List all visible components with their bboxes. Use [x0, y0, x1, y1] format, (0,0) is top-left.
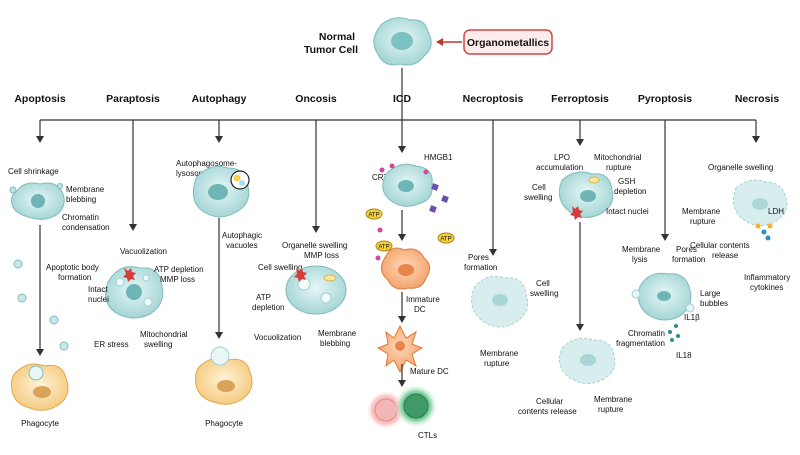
necrosis-cell-icon: [732, 179, 788, 226]
paraptosis-er-stress-label: ER stress: [94, 340, 129, 349]
apoptosis-phagocyte-label: Phagocyte: [21, 419, 59, 428]
ferroptosis-intact-nuclei-label: Intact nuclei: [606, 207, 649, 216]
pyroptosis-cytokine-dots: [668, 324, 680, 342]
normal-tumor-cell-icon: [373, 17, 432, 66]
autophagy-cell-icon: [192, 165, 250, 218]
apoptosis-cell-shrinkage-label: Cell shrinkage: [8, 167, 59, 176]
oncosis-organelle-swelling-label: Organelle swelling MMP loss: [282, 241, 350, 260]
ferroptosis-cellular-release-label: Cellular contents release: [518, 397, 577, 416]
header-necrosis: Necrosis: [735, 93, 780, 105]
oncosis-atp-depletion-label: ATP depletion: [252, 293, 284, 312]
header-autophagy: Autophagy: [192, 93, 247, 105]
icd-atp-badge: ATP: [375, 240, 393, 252]
pyroptosis-il18-label: IL18: [676, 351, 692, 360]
immature-dc-icon: [381, 247, 430, 290]
header-apoptosis: Apoptosis: [14, 93, 65, 105]
necroptosis-pores-label: Pores formation: [464, 253, 497, 272]
pyroptosis-il1b-label: IL1β: [684, 313, 700, 322]
pyroptosis-large-bubbles-label: Large bubbles: [700, 289, 728, 308]
ferroptosis-gsh-label: GSH depletion: [614, 177, 646, 196]
icd-atp-badge: ATP: [365, 208, 383, 220]
header-ferroptosis: Ferroptosis: [551, 93, 609, 105]
necrosis-cellular-release-label: Cellular contents release: [690, 241, 752, 260]
necroptosis-membrane-rupture-label: Membrane rupture: [480, 349, 520, 368]
autophagy-phagocyte-icon: [195, 346, 253, 405]
oncosis-cell-icon: [285, 265, 347, 315]
icd-dying-cell-icon: [375, 163, 449, 261]
oncosis-vocuolization-label: Vocuolization: [254, 333, 301, 342]
header-icd: ICD: [393, 93, 412, 105]
ferroptosis-membrane-rupture-label: Membrane rupture: [594, 395, 634, 414]
paraptosis-cell-icon: [105, 266, 164, 319]
ferroptosis-ruptured-cell-icon: [558, 337, 616, 384]
apoptosis-chromatin-condensation-label: Chromatin condensation: [62, 213, 110, 232]
ferroptosis-lpo-label: LPO accumulation: [536, 153, 583, 172]
pyroptosis-chromatin-frag-label: Chromatin fragmentation: [616, 329, 667, 348]
ferroptosis-cell-swelling-label: Cell swelling: [524, 183, 552, 202]
icd-crt-label: CRT: [372, 173, 388, 182]
necrosis-ldh-label: LDH: [768, 207, 784, 216]
apoptosis-membrane-blebbing-label: Membrane blebbing: [66, 185, 106, 204]
necrosis-membrane-rupture-label: Membrane rupture: [682, 207, 722, 226]
pyroptosis-membrane-lysis-label: Membrane lysis: [622, 245, 662, 264]
header-necroptosis: Necroptosis: [463, 93, 524, 105]
paraptosis-vacuolization-label: Vacuolization: [120, 247, 167, 256]
necroptosis-cell-icon: [471, 275, 529, 328]
organometallics-label: Organometallics: [467, 37, 549, 49]
svg-text:ATP: ATP: [440, 237, 451, 243]
svg-text:ATP: ATP: [378, 245, 389, 251]
ctls-label: CTLs: [418, 431, 437, 440]
pyroptosis-pores-label: Pores formation: [672, 245, 705, 264]
apoptosis-shrinking-cell-icon: [9, 182, 65, 220]
normal-tumor-cell-label: Normal Tumor Cell: [304, 31, 358, 56]
mature-dc-icon: [376, 324, 424, 374]
ferroptosis-mito-rupture-label: Mitochondrial rupture: [594, 153, 644, 172]
header-oncosis: Oncosis: [295, 93, 337, 105]
necrosis-release-dots: [755, 223, 773, 241]
oncosis-cell-swelling-label: Cell swelling: [258, 263, 302, 272]
paraptosis-mito-swelling-label: Mitochondrial swelling: [140, 330, 190, 349]
autophagy-vacuoles-label: Autophagic vacuoles: [222, 231, 264, 250]
header-pyroptosis: Pyroptosis: [638, 93, 692, 105]
apoptotic-body-formation-label: Apoptotic body formation: [46, 263, 101, 282]
apoptotic-bodies-icon: [13, 259, 69, 351]
paraptosis-intact-nuclei-label: Intact nuclei: [88, 285, 110, 304]
svg-text:ATP: ATP: [368, 213, 379, 219]
mature-dc-label: Mature DC: [410, 367, 449, 376]
paraptosis-atp-mmp-label: ATP depletion MMP loss: [154, 265, 206, 284]
oncosis-membrane-blebbing-label: Membrane blebbing: [318, 329, 358, 348]
organometallics-box: [463, 29, 553, 55]
ferroptosis-cell-icon: [558, 171, 614, 220]
autophagy-phagocyte-label: Phagocyte: [205, 419, 243, 428]
necrosis-organelle-swelling-label: Organelle swelling: [708, 163, 773, 172]
apoptosis-phagocyte-icon: [11, 363, 69, 411]
header-paraptosis: Paraptosis: [106, 93, 160, 105]
icd-atp-badge: ATP: [437, 232, 455, 244]
immature-dc-label: Immature DC: [406, 295, 442, 314]
necrosis-inflammatory-label: Inflammatory cytokines: [744, 273, 792, 292]
icd-hmgb1-label: HMGB1: [424, 153, 453, 162]
ctls-icon: [366, 384, 438, 430]
pyroptosis-cell-icon: [631, 272, 695, 321]
necroptosis-cell-swelling-label: Cell swelling: [530, 279, 558, 298]
